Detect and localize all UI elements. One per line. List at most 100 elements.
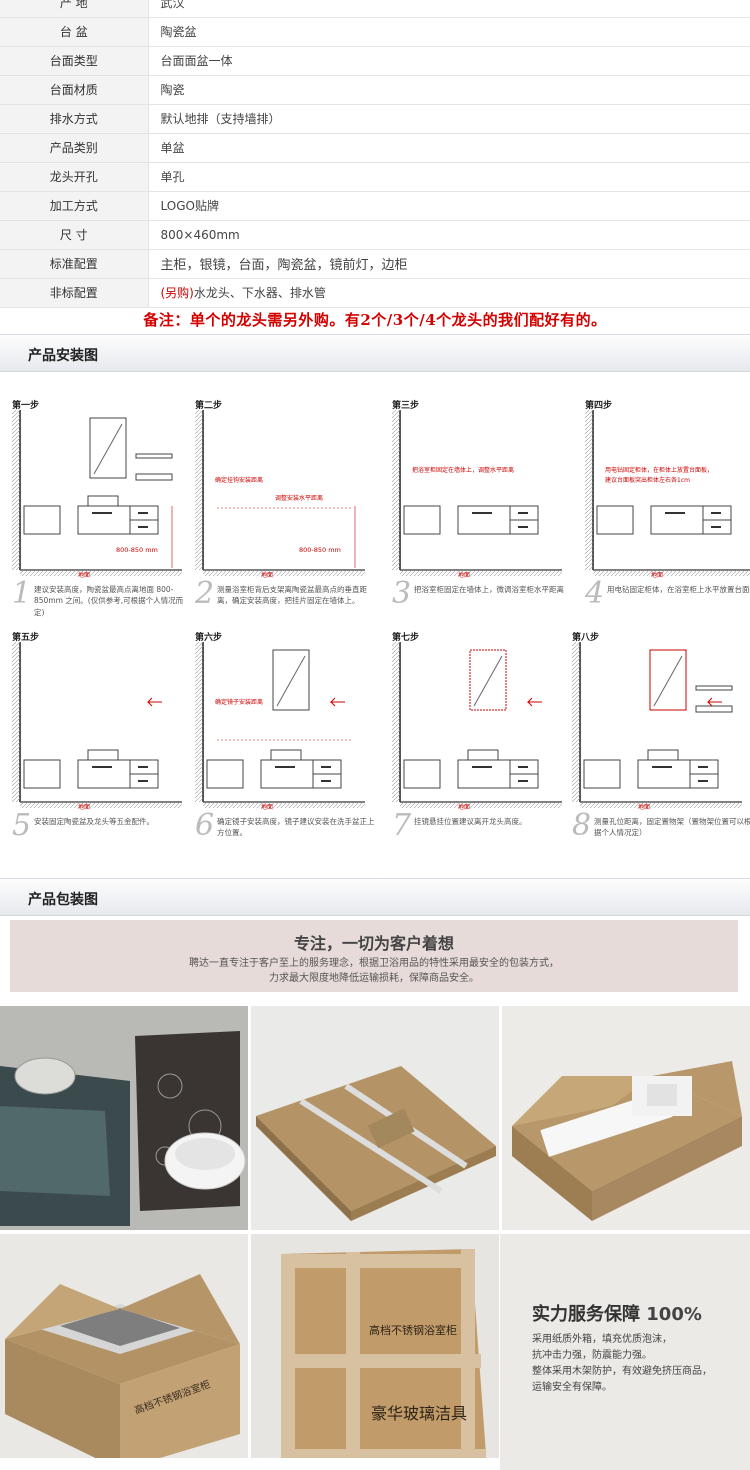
spec-value-tag: (另购) <box>160 286 194 300</box>
floor-label: 地面 <box>78 571 90 579</box>
spec-row: 台面类型台面面盆一体 <box>0 46 750 76</box>
step-caption: 安装固定陶瓷盆及龙头等五金配件。 <box>34 817 154 826</box>
banner-desc-line-2: 力求最大限度地降低运输损耗，保障商品安全。 <box>269 973 479 984</box>
step-title: 第七步 <box>392 633 420 643</box>
photo-product-parts <box>0 1006 248 1230</box>
step-caption: 确定镜子安装高度，镜子建议安装在洗手盆正上方位置。 <box>217 817 375 838</box>
step-label-1: 用电钻固定柜体，在柜体上放置台面板， <box>605 466 713 474</box>
step-caption: 测量浴室柜背后支架离陶瓷盆最高点的垂直距离，确定安装高度，把挂片固定在墙体上。 <box>217 585 367 606</box>
floor-label: 地面 <box>638 803 650 811</box>
banner-desc-line-1: 聘达一直专注于客户至上的服务理念，根据卫浴用品的特性采用最安全的包装方式， <box>189 958 559 969</box>
floor-label: 地面 <box>458 571 470 579</box>
spec-value: 主柜，银镜，台面，陶瓷盆，镜前灯，边柜 <box>148 249 750 279</box>
install-section-header: 产品安装图 <box>0 334 750 372</box>
step-diagram: 地面 <box>572 642 742 811</box>
step-caption: 建议安装高度，陶瓷盆最高点离地面 800-850mm 之间。(仅供参考,可根据个… <box>34 585 184 617</box>
spec-value: LOGO贴牌 <box>148 191 750 221</box>
photo-box-open-cabinet: 高档不锈钢浴室柜 <box>0 1234 248 1458</box>
floor-label: 地面 <box>651 571 663 579</box>
spec-value: 单孔 <box>148 162 750 192</box>
spec-row: 非标配置(另购)水龙头、下水器、排水管 <box>0 278 750 308</box>
step-label-1: 确定镜子安装距离 <box>215 698 263 706</box>
install-heading: 产品安装图 <box>28 348 98 364</box>
banner-desc: 聘达一直专注于客户至上的服务理念，根据卫浴用品的特性采用最安全的包装方式， 力求… <box>10 956 738 986</box>
step-title: 第八步 <box>572 633 600 643</box>
spec-value: 陶瓷 <box>148 75 750 105</box>
spec-key: 标准配置 <box>0 249 149 279</box>
spec-value: 台面面盆一体 <box>148 46 750 76</box>
spec-row: 台 盆陶瓷盆 <box>0 17 750 47</box>
spec-key: 产品类别 <box>0 133 149 163</box>
spec-key: 龙头开孔 <box>0 162 149 192</box>
step-diagram: 地面 用电钻固定柜体，在柜体上放置台面板， 建议台面板突出柜体左右各1cm <box>585 410 750 579</box>
banner-title: 专注，一切为客户着想 <box>293 934 454 953</box>
spec-value: 陶瓷盆 <box>148 17 750 47</box>
packing-heading: 产品包装图 <box>28 892 98 908</box>
step-number: 1 <box>12 576 32 611</box>
step-caption: 挂镜悬挂位置建议离开龙头高度。 <box>414 817 527 826</box>
step-diagram: 地面 <box>12 642 182 811</box>
spec-row: 排水方式默认地排（支持墙排） <box>0 104 750 134</box>
step-caption: 测量孔位距离，固定置物架（置物架位置可以根据个人情况定） <box>594 817 750 838</box>
step-label-1: 把浴室柜固定在墙体上，调整水平距离 <box>412 466 514 474</box>
spec-key: 台面类型 <box>0 46 149 76</box>
spec-key: 产 地 <box>0 0 149 18</box>
step-number: 4 <box>585 576 605 611</box>
step-diagram: 地面 800-850 mm <box>12 410 182 579</box>
note-text: 备注：单个的龙头需另外购。有2个/3个/4个龙头的我们配好有的。 <box>143 311 607 329</box>
box-label-crate-2: 豪华玻璃洁具 <box>371 1404 467 1423</box>
floor-label: 地面 <box>261 571 273 579</box>
step-dim-label: 800-850 mm <box>299 546 341 554</box>
step-number: 7 <box>392 808 412 843</box>
step-title: 第一步 <box>12 401 40 411</box>
spec-value: (另购)水龙头、下水器、排水管 <box>148 278 750 308</box>
floor-label: 地面 <box>261 803 273 811</box>
spec-value-text: 水龙头、下水器、排水管 <box>193 286 326 300</box>
step-label-2: 确定挂钩安装距离 <box>215 476 263 484</box>
spec-key: 台 盆 <box>0 17 149 47</box>
step-caption: 把浴室柜固定在墙体上，微调浴室柜水平距离 <box>414 585 564 594</box>
step-title: 第三步 <box>392 401 420 411</box>
spec-value: 武汉 <box>148 0 750 18</box>
service-line-2: 抗冲击力强，防震能力强。 <box>532 1350 652 1361</box>
spec-key: 排水方式 <box>0 104 149 134</box>
service-line-4: 运输安全有保障。 <box>532 1382 612 1393</box>
spec-value: 800×460mm <box>148 220 750 250</box>
service-desc: 采用纸质外箱，填充优质泡沫， 抗冲击力强，防震能力强。 整体采用木架防护，有效避… <box>532 1332 732 1396</box>
step-number: 3 <box>392 576 412 611</box>
photo-box-open-foam <box>502 1006 750 1230</box>
step-diagram: 地面 <box>392 642 562 811</box>
step-title: 第五步 <box>12 633 40 643</box>
floor-label: 地面 <box>78 803 90 811</box>
spec-row: 产 地武汉 <box>0 0 750 18</box>
step-number: 5 <box>12 808 32 843</box>
step-number: 8 <box>572 808 592 843</box>
step-diagram: 地面 确定镜子安装距离 <box>195 642 365 811</box>
spec-row: 产品类别单盆 <box>0 133 750 163</box>
floor-label: 地面 <box>458 803 470 811</box>
spec-key: 非标配置 <box>0 278 149 308</box>
service-percent: 100% <box>646 1304 702 1325</box>
step-label-2: 建议台面板突出柜体左右各1cm <box>605 476 690 484</box>
spec-key: 加工方式 <box>0 191 149 221</box>
service-line-1: 采用纸质外箱，填充优质泡沫， <box>532 1334 672 1345</box>
step-number: 6 <box>195 808 215 843</box>
step-title: 第四步 <box>585 401 613 411</box>
photo-box-closed <box>251 1006 499 1230</box>
packing-banner: 专注，一切为客户着想 聘达一直专注于客户至上的服务理念，根据卫浴用品的特性采用最… <box>10 920 738 992</box>
step-number: 2 <box>195 576 215 611</box>
step-caption: 用电钻固定柜体，在浴室柜上水平放置台面板。 <box>607 585 750 594</box>
spec-row: 标准配置主柜，银镜，台面，陶瓷盆，镜前灯，边柜 <box>0 249 750 279</box>
spec-row: 龙头开孔单孔 <box>0 162 750 192</box>
packing-section-header: 产品包装图 <box>0 878 750 916</box>
step-dim-label: 800-850 mm <box>116 546 158 554</box>
spec-key: 尺 寸 <box>0 220 149 250</box>
